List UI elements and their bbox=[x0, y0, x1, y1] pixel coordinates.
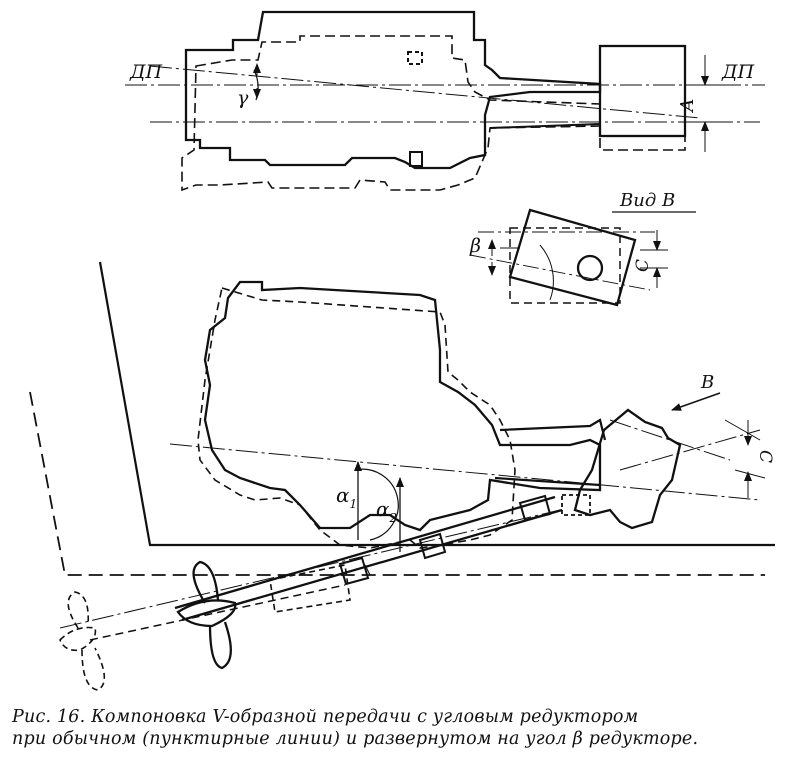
label-dp-left: ДП bbox=[129, 61, 162, 83]
label-b-arrow: В bbox=[700, 372, 714, 393]
engine-solid-side bbox=[203, 280, 602, 532]
figure-caption: Рис. 16. Компоновка V-образной передачи … bbox=[12, 706, 782, 750]
propeller-blade-top bbox=[192, 560, 220, 604]
caption-line-1: Рис. 16. Компоновка V-образной передачи … bbox=[12, 707, 639, 727]
label-dp-right: ДП bbox=[721, 61, 754, 83]
engine-outline-solid bbox=[184, 10, 602, 170]
propeller-dashed bbox=[59, 591, 106, 691]
view-b bbox=[469, 208, 696, 307]
engine-outline-dashed bbox=[181, 35, 601, 192]
label-a: А bbox=[677, 98, 698, 114]
label-alpha1: α1 bbox=[336, 483, 357, 511]
label-c-view: С bbox=[633, 259, 653, 272]
hull-dashed bbox=[29, 391, 765, 576]
shaft-circle bbox=[576, 254, 604, 282]
rotated-block bbox=[508, 208, 637, 307]
label-vid-v: Вид В bbox=[619, 190, 675, 211]
side-view bbox=[29, 261, 775, 691]
label-alpha2: α2 bbox=[376, 497, 397, 525]
prop-shaft-top bbox=[174, 495, 556, 610]
technical-drawing: ДП ДП А γ Вид В β С bbox=[29, 10, 775, 691]
centerline-angled bbox=[149, 65, 701, 119]
caption-line-2: при обычном (пунктирные линии) и разверн… bbox=[12, 729, 699, 749]
label-c-side: С bbox=[755, 450, 775, 463]
label-gamma: γ bbox=[237, 87, 249, 109]
propeller-hub bbox=[176, 599, 237, 628]
b-view-arrow bbox=[671, 392, 721, 411]
engine-dashed-side bbox=[197, 286, 516, 549]
label-beta: β bbox=[469, 235, 481, 257]
hull-solid bbox=[98, 261, 775, 547]
gearbox-block bbox=[598, 44, 687, 138]
gearbox-side bbox=[573, 408, 682, 530]
prop-shaft-bottom bbox=[181, 508, 563, 622]
propeller-blade-bottom bbox=[208, 621, 232, 670]
plan-view bbox=[125, 10, 765, 192]
